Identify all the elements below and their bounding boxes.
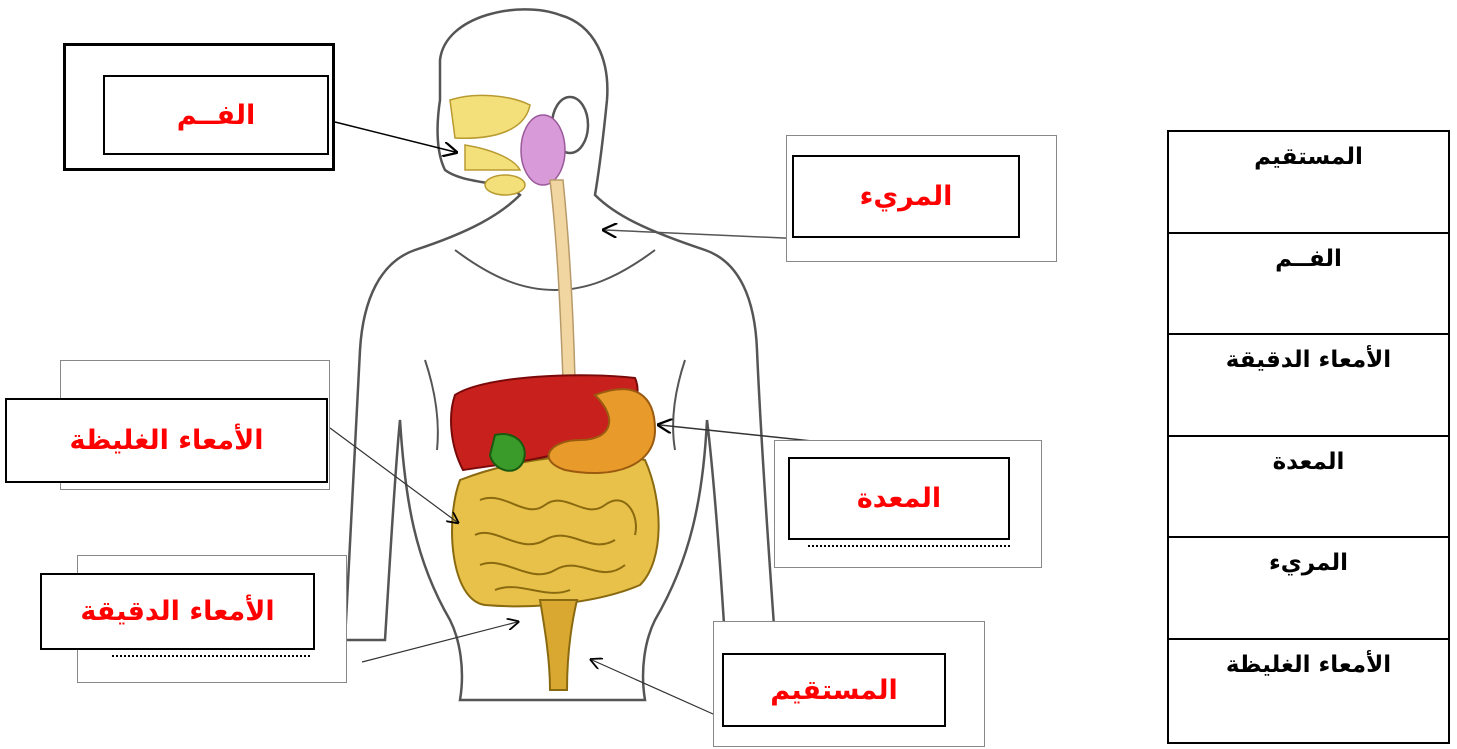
digestive-system-illustration — [345, 0, 775, 708]
answer-large-intestine: الأمعاء الغليظة — [69, 425, 263, 456]
word-bank-row[interactable]: الفــم — [1169, 234, 1448, 336]
answer-box-mouth[interactable]: الفــم — [103, 75, 329, 155]
word-bank-item: الأمعاء الدقيقة — [1226, 347, 1391, 373]
large-intestine — [452, 455, 659, 606]
word-bank-row[interactable]: الأمعاء الغليظة — [1169, 640, 1448, 742]
answer-esophagus: المريء — [860, 181, 953, 212]
digestive-system-figure — [345, 0, 775, 708]
word-bank-item: الفــم — [1275, 246, 1342, 272]
word-bank-row[interactable]: المريء — [1169, 538, 1448, 640]
word-bank-row[interactable]: المستقيم — [1169, 132, 1448, 234]
dotted-line-small-intestine — [112, 655, 310, 657]
word-bank-item: المعدة — [1273, 449, 1345, 475]
word-bank-row[interactable]: المعدة — [1169, 437, 1448, 539]
answer-stomach: المعدة — [857, 483, 941, 514]
dotted-line-esophagus — [828, 236, 1020, 238]
answer-rectum: المستقيم — [770, 675, 898, 706]
word-bank-item: الأمعاء الغليظة — [1226, 652, 1391, 678]
answer-box-esophagus[interactable]: المريء — [792, 155, 1020, 238]
word-bank-row[interactable]: الأمعاء الدقيقة — [1169, 335, 1448, 437]
salivary-gland — [521, 115, 565, 185]
answer-small-intestine: الأمعاء الدقيقة — [80, 596, 274, 627]
answer-box-rectum[interactable]: المستقيم — [722, 653, 946, 727]
answer-mouth: الفــم — [177, 100, 255, 131]
dotted-line-stomach — [808, 545, 1010, 547]
answer-box-small-intestine[interactable]: الأمعاء الدقيقة — [40, 573, 315, 650]
answer-box-large-intestine[interactable]: الأمعاء الغليظة — [5, 398, 328, 483]
answer-box-stomach[interactable]: المعدة — [788, 457, 1010, 540]
gallbladder — [490, 434, 525, 471]
word-bank-item: المريء — [1269, 550, 1348, 576]
word-bank-item: المستقيم — [1254, 144, 1363, 170]
word-bank-table: المستقيم الفــم الأمعاء الدقيقة المعدة ا… — [1167, 130, 1450, 744]
